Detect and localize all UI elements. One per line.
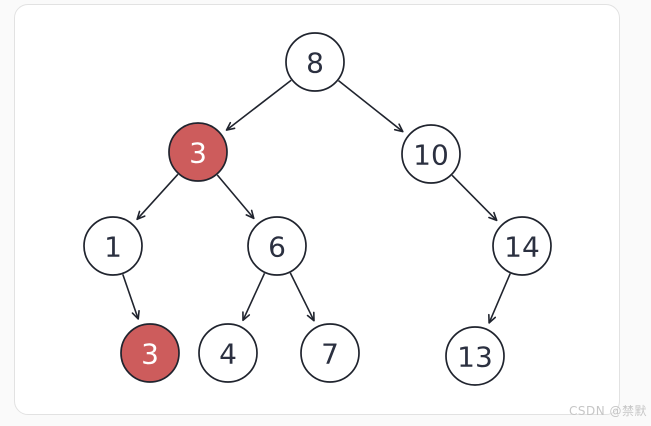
tree-node-n1: 1 xyxy=(83,216,143,276)
tree-node-label: 4 xyxy=(219,338,237,371)
tree-edge-n1-n3b xyxy=(122,274,140,320)
tree-node-circle xyxy=(445,326,505,386)
tree-node-circle xyxy=(198,323,258,383)
tree-edges xyxy=(122,79,511,324)
tree-node-n14: 14 xyxy=(492,216,552,276)
tree-node-circle xyxy=(120,323,180,383)
tree-edge-n8-n10 xyxy=(338,79,404,133)
tree-node-n8: 8 xyxy=(285,32,345,92)
tree-node-circle xyxy=(83,216,143,276)
tree-node-circle xyxy=(247,216,307,276)
tree-node-n7: 7 xyxy=(300,323,360,383)
tree-node-n3a: 3 xyxy=(168,122,228,182)
tree-node-label: 3 xyxy=(141,338,159,371)
tree-node-label: 13 xyxy=(457,341,493,374)
tree-edge-n3a-n6 xyxy=(216,174,255,220)
tree-node-n6: 6 xyxy=(247,216,307,276)
tree-node-circle xyxy=(401,124,461,184)
tree-edge-n6-n7 xyxy=(289,272,315,322)
tree-node-circle xyxy=(492,216,552,276)
tree-node-label: 6 xyxy=(268,231,286,264)
tree-edge-n6-n4 xyxy=(242,272,266,322)
tree-edge-n3a-n1 xyxy=(136,173,179,221)
tree-edge-n8-n3a xyxy=(225,79,292,131)
tree-node-circle xyxy=(285,32,345,92)
watermark: CSDN @禁默 xyxy=(568,404,647,418)
tree-node-n13: 13 xyxy=(445,326,505,386)
tree-node-n4: 4 xyxy=(198,323,258,383)
tree-edge-n14-n13 xyxy=(488,273,511,324)
tree-node-circle xyxy=(300,323,360,383)
tree-node-label: 10 xyxy=(413,139,449,172)
tree-node-label: 14 xyxy=(504,231,540,264)
tree-node-label: 7 xyxy=(321,338,339,371)
tree-node-n10: 10 xyxy=(401,124,461,184)
tree-node-label: 8 xyxy=(306,47,324,80)
tree-node-label: 1 xyxy=(104,231,122,264)
tree-node-n3b: 3 xyxy=(120,323,180,383)
tree-edge-n10-n14 xyxy=(451,174,498,222)
tree-node-label: 3 xyxy=(189,137,207,170)
tree-node-circle xyxy=(168,122,228,182)
tree-nodes: 8 3 10 1 6 14 3 4 7 13 xyxy=(83,32,552,386)
